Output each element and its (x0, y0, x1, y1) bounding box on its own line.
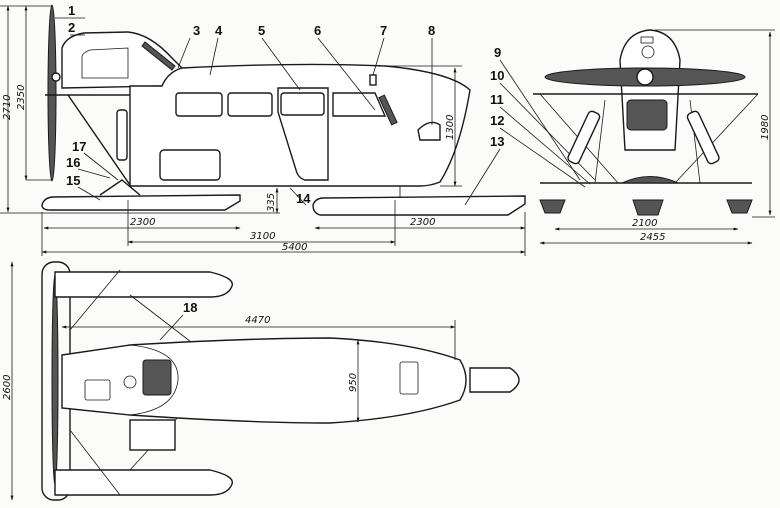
ski-top-front (469, 367, 520, 393)
callout-16: 16 (66, 155, 80, 170)
callout-1: 1 (68, 3, 75, 18)
top-struts (69, 269, 196, 496)
cabin-window (332, 92, 387, 117)
fuselage-top (61, 337, 467, 424)
ski-center-front (632, 199, 664, 216)
callout-8: 8 (428, 23, 435, 38)
callout-5: 5 (258, 23, 265, 38)
shock-absorber-right (686, 110, 720, 165)
rear-ski (41, 194, 241, 211)
callout-4: 4 (215, 23, 223, 38)
callout-11: 11 (490, 92, 504, 107)
propeller-top (51, 274, 59, 486)
exhaust-louver (141, 41, 176, 71)
mirror (369, 74, 377, 86)
dim-overall-length: 5400 (282, 242, 307, 253)
fuel-tank-top (129, 419, 176, 451)
callout-3: 3 (193, 23, 200, 38)
dim-body-length: 4470 (245, 315, 270, 326)
front-cowl (619, 29, 681, 151)
dim-track: 2100 (632, 218, 657, 229)
dim-front-width: 2455 (640, 232, 665, 243)
cabin-window (227, 92, 273, 117)
shock-absorber-left (567, 110, 601, 165)
callout-17: 17 (72, 139, 86, 154)
headlight-strip (378, 94, 398, 126)
cowl-panel (81, 47, 129, 79)
side-dimensions: 2710 2350 1300 335 2300 2300 3100 5400 (0, 5, 526, 256)
front-view: 2100 2455 1980 (533, 29, 775, 245)
callout-labels: 1 2 3 4 5 6 7 8 9 10 11 12 13 14 15 16 1… (55, 3, 596, 341)
callout-18: 18 (183, 300, 197, 315)
callout-6: 6 (314, 23, 321, 38)
ski-left-front (539, 199, 566, 214)
propeller-hub-front (636, 68, 654, 86)
door-window (280, 92, 325, 116)
front-ski (312, 195, 526, 216)
cowl-hatch (640, 36, 654, 44)
side-view (41, 4, 526, 216)
callout-12: 12 (490, 113, 504, 128)
dim-clearance: 335 (266, 193, 277, 212)
top-view: 4470 950 2600 (2, 261, 520, 501)
dim-body-width: 950 (348, 373, 359, 392)
cabin-bottom (621, 176, 679, 184)
strut (67, 94, 131, 186)
grille-top (142, 359, 172, 396)
callout-9: 9 (494, 45, 501, 60)
ski-mount (99, 179, 141, 196)
ski-top-right (54, 469, 234, 496)
callout-7: 7 (380, 23, 387, 38)
cabin-window (175, 92, 223, 117)
dim-rear-ski: 2300 (130, 217, 155, 228)
cowl-outline-top (129, 344, 179, 416)
callout-14: 14 (296, 191, 311, 206)
dim-top-width: 2600 (2, 375, 13, 400)
dim-cabin-height: 1300 (445, 115, 456, 140)
radiator (626, 99, 668, 131)
headlight (417, 121, 441, 141)
hatch-top (84, 379, 111, 401)
callout-15: 15 (66, 173, 80, 188)
dim-front-ski: 2300 (410, 217, 435, 228)
callout-13: 13 (490, 134, 504, 149)
ski-right-front (726, 199, 753, 214)
callout-10: 10 (490, 68, 504, 83)
dim-front-height: 1980 (760, 115, 771, 140)
cowl-filler (641, 45, 655, 59)
filler-top (123, 375, 137, 389)
dim-ski-spacing: 3100 (250, 231, 275, 242)
propeller-hub (51, 72, 61, 82)
shock-absorber (116, 109, 128, 161)
propeller-side (47, 4, 57, 182)
dim-prop-height: 2350 (16, 85, 27, 110)
fuel-tank (159, 149, 221, 181)
ski-top-left (54, 271, 234, 298)
callout-2: 2 (68, 20, 75, 35)
dim-overall-height: 2710 (2, 95, 13, 120)
roof-hatch (399, 361, 419, 395)
